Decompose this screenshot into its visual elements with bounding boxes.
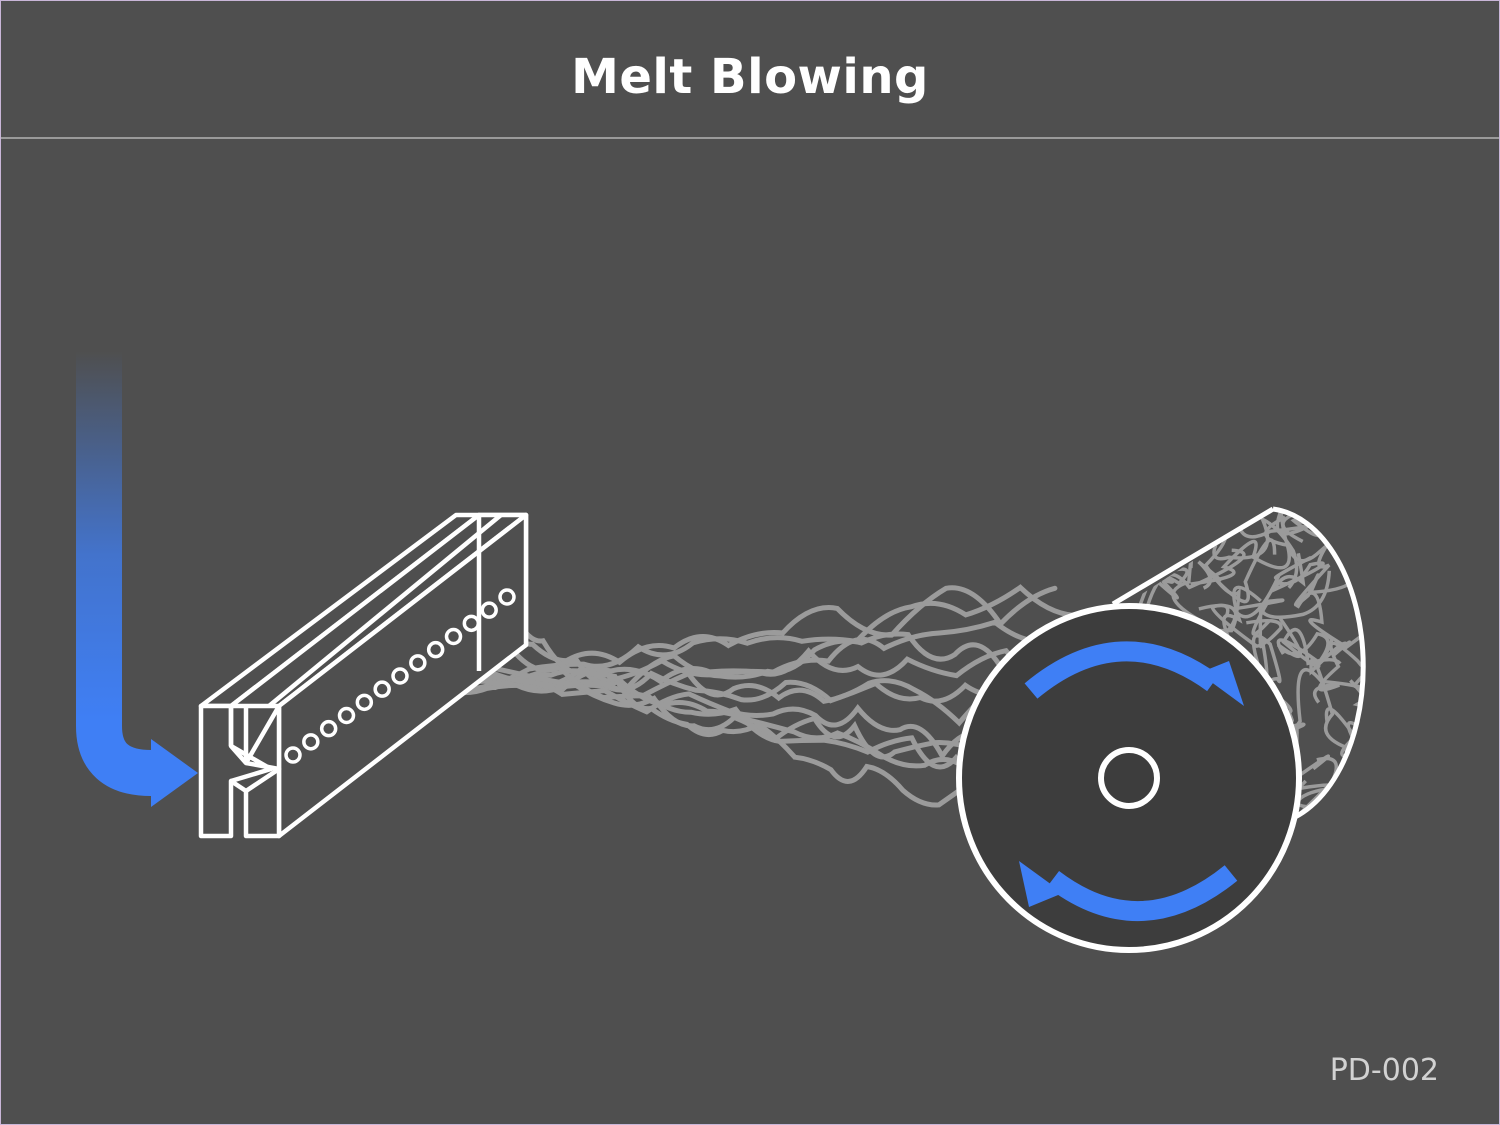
- web-fiber: [1131, 509, 1172, 590]
- web-fiber: [1349, 795, 1364, 881]
- web-fiber: [1230, 555, 1312, 636]
- fiber-strand: [379, 670, 1013, 704]
- nozzle-hole: [284, 746, 302, 764]
- rotation-arrow-icon: [1019, 641, 1244, 922]
- web-fiber: [1340, 721, 1364, 811]
- web-fiber: [1367, 454, 1428, 520]
- nozzle-hole: [426, 640, 445, 659]
- web-fiber: [1345, 704, 1364, 767]
- web-fiber: [1392, 803, 1444, 844]
- web-fiber: [1305, 913, 1364, 946]
- figure-code: PD-002: [1329, 1053, 1439, 1088]
- web-fiber: [1210, 603, 1283, 648]
- nozzle-row: [284, 588, 516, 764]
- web-fiber: [1387, 560, 1447, 621]
- nozzle-hole: [462, 614, 481, 633]
- nozzle-hole: [337, 706, 356, 725]
- fiber-strand: [504, 594, 1014, 808]
- nozzle-hole: [409, 654, 427, 672]
- nozzle-hole: [391, 667, 409, 685]
- nozzle-hole: [444, 627, 463, 646]
- fiber-strand: [451, 634, 1018, 792]
- web-fiber: [1197, 538, 1277, 604]
- nozzle-hole: [355, 693, 374, 712]
- web-fiber: [1135, 509, 1210, 552]
- web-fiber: [1131, 509, 1156, 552]
- die-block-icon: [198, 512, 529, 839]
- collector-roller-icon: [956, 454, 1447, 953]
- web-fiber: [1325, 908, 1364, 946]
- nozzle-hole: [302, 733, 320, 751]
- web-fiber: [1285, 833, 1364, 878]
- polymer-feed-arrow-icon: [76, 351, 198, 807]
- web-fiber: [1307, 850, 1364, 917]
- web-fiber: [1329, 809, 1364, 919]
- web-fiber: [1314, 509, 1364, 512]
- web-fiber: [1133, 509, 1208, 553]
- header-bar: Melt Blowing: [1, 1, 1499, 139]
- nozzle-hole: [373, 680, 391, 698]
- web-fiber: [1131, 548, 1246, 654]
- web-fiber: [1319, 821, 1364, 868]
- web-fiber: [1299, 831, 1364, 903]
- web-fiber: [1374, 569, 1442, 673]
- web-fiber: [1234, 885, 1364, 946]
- web-fiber: [1213, 509, 1314, 539]
- web-fiber: [1296, 888, 1364, 946]
- web-fiber: [1270, 552, 1325, 594]
- web-fiber: [1309, 640, 1364, 756]
- nozzle-hole: [498, 588, 516, 606]
- page-title: Melt Blowing: [571, 49, 929, 105]
- nozzle-hole: [480, 601, 498, 619]
- web-fiber: [1276, 617, 1334, 667]
- nozzle-hole: [319, 719, 338, 738]
